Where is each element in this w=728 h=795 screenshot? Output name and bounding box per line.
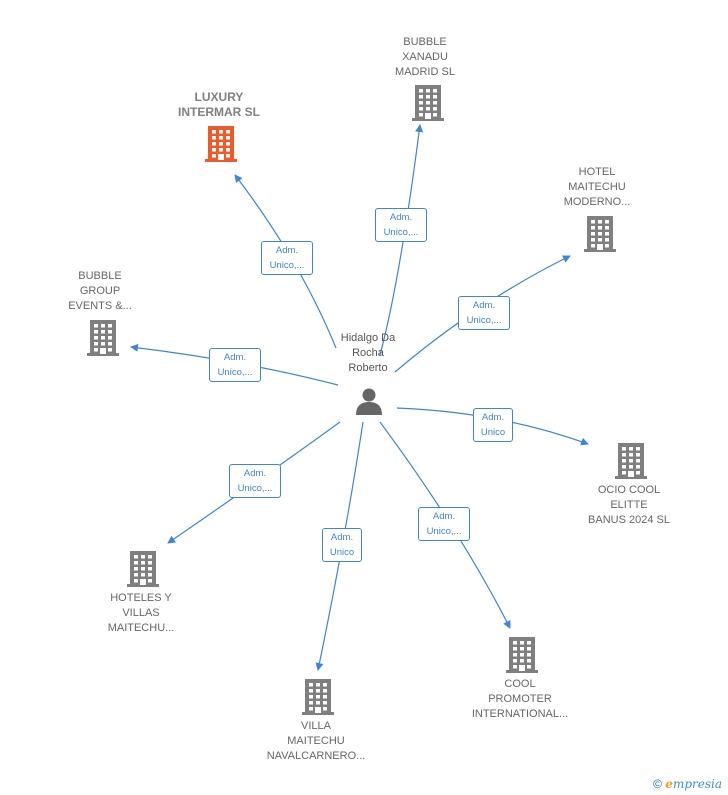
footer-credit[interactable]: © empresia [653, 777, 722, 791]
role-label[interactable]: Adm. Unico,... [458, 296, 510, 330]
copyright-symbol: © [653, 777, 662, 791]
building-icon[interactable] [205, 126, 237, 167]
role-label[interactable]: Adm. Unico,... [209, 348, 261, 382]
edge-line [379, 124, 424, 356]
building-icon[interactable] [506, 637, 538, 678]
company-name[interactable]: LUXURY INTERMAR SL [178, 90, 260, 119]
role-label[interactable]: Adm. Unico,... [229, 464, 281, 498]
company-name[interactable]: HOTELES Y VILLAS MAITECHU... [107, 592, 175, 634]
building-icon[interactable] [412, 85, 444, 126]
building-icon[interactable] [87, 320, 119, 361]
building-icon[interactable] [302, 679, 334, 720]
company-name[interactable]: VILLA MAITECHU NAVALCARNERO... [266, 720, 366, 762]
building-icon[interactable] [615, 443, 647, 484]
role-label[interactable]: Adm. Unico [473, 408, 513, 442]
role-label[interactable]: Adm. Unico,... [418, 507, 470, 541]
building-icon[interactable] [584, 216, 616, 257]
person-icon[interactable] [354, 386, 384, 421]
center-person-label: Hidalgo Da Rocha Roberto [340, 332, 396, 374]
company-name[interactable]: COOL PROMOTER INTERNATIONAL... [471, 678, 569, 720]
empresia-logo: empresia [665, 777, 722, 791]
company-name[interactable]: OCIO COOL ELITTE BANUS 2024 SL [588, 484, 670, 526]
building-icon[interactable] [127, 551, 159, 592]
company-name[interactable]: BUBBLE XANADU MADRID SL [395, 36, 455, 78]
role-label[interactable]: Adm. Unico,... [261, 241, 313, 275]
role-label[interactable]: Adm. Unico,... [375, 208, 427, 242]
role-label[interactable]: Adm. Unico [322, 528, 362, 562]
company-name[interactable]: HOTEL MAITECHU MODERNO... [563, 166, 631, 208]
company-name[interactable]: BUBBLE GROUP EVENTS &... [68, 270, 132, 312]
